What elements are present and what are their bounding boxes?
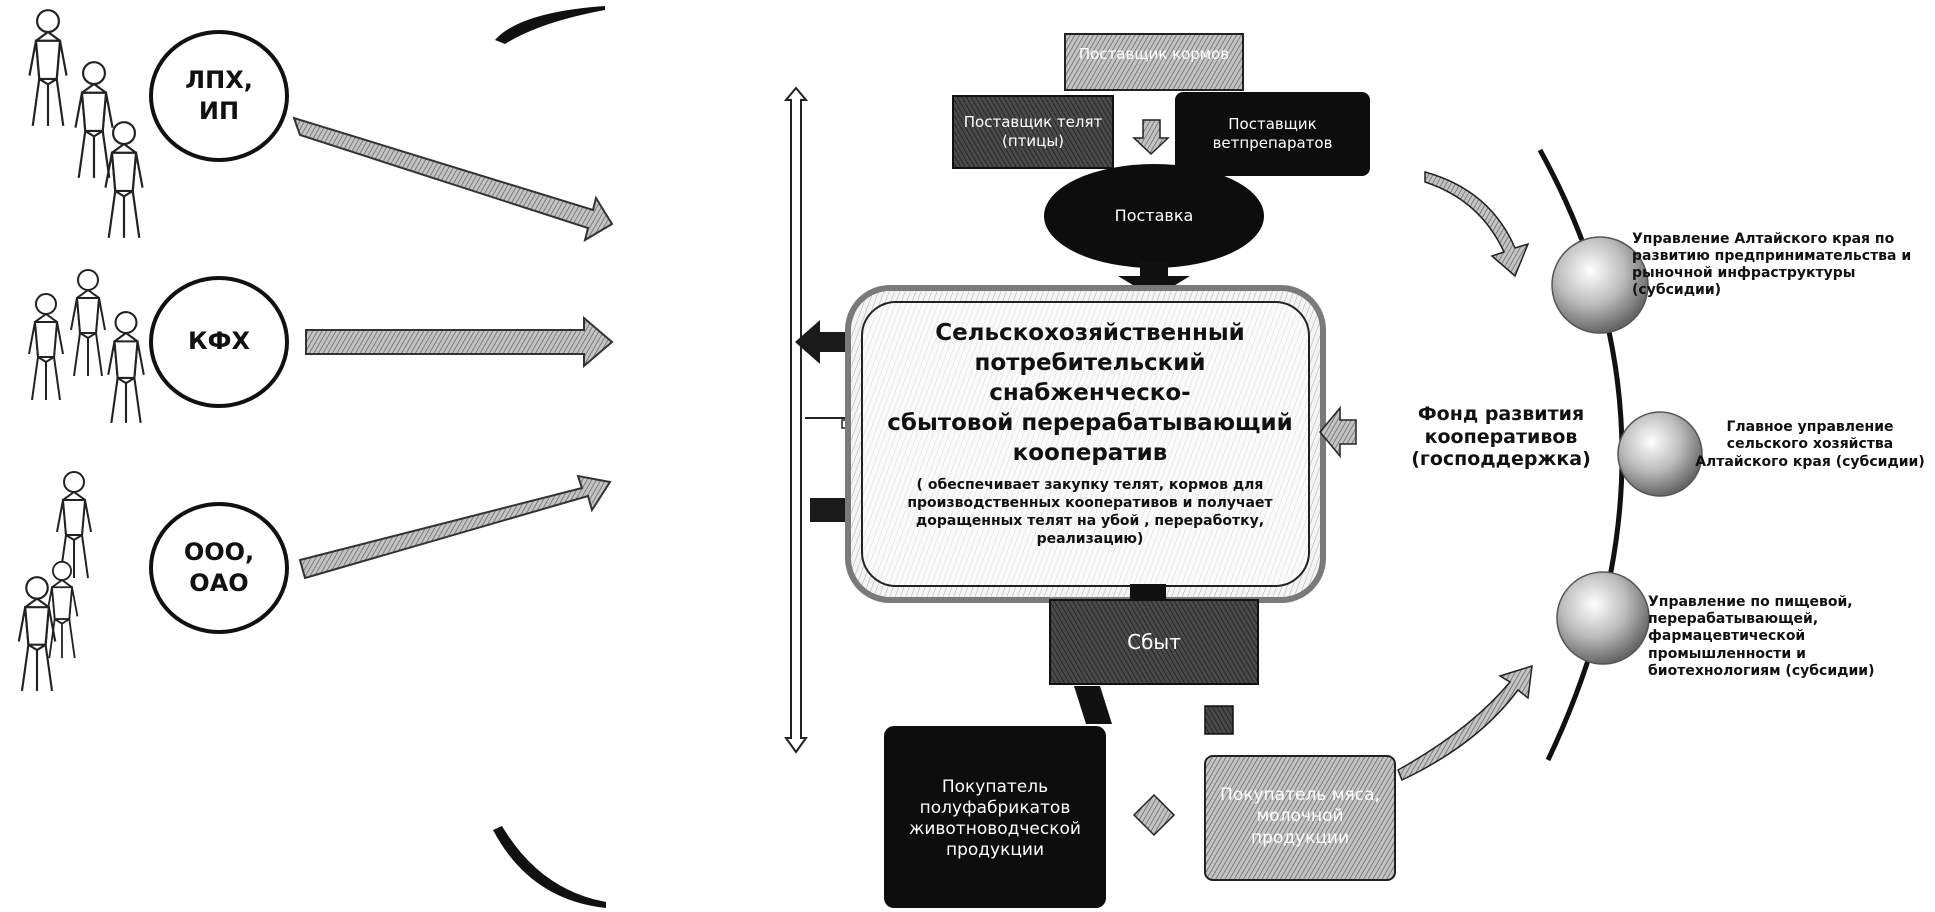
- agency-1-label: Управление Алтайского края по развитию п…: [1632, 230, 1912, 299]
- vertical-double-arrow: [783, 86, 809, 754]
- box-sales: [1049, 599, 1259, 685]
- sales-label: Сбыт: [1127, 629, 1181, 654]
- oval-lph: [149, 30, 289, 162]
- arrow-kfh: [305, 315, 614, 369]
- arrow-to-line: [795, 320, 862, 364]
- people-group-3: [17, 470, 93, 693]
- box-vet-supplier: [1175, 92, 1370, 176]
- oval-ooo: [149, 502, 289, 634]
- arrow-fund-bottom: [1397, 664, 1533, 782]
- box-buyer-meat: [1204, 755, 1396, 881]
- feed-supplier-label: Поставщик кормов: [1078, 44, 1230, 63]
- top-curve-shape: [495, 6, 605, 44]
- arrow-fund-top: [1424, 171, 1530, 278]
- cooperative-title: Сельскохозяйственный потребительский сна…: [887, 320, 1293, 466]
- box-calves-supplier: [952, 95, 1114, 169]
- supply-label: Поставка: [1114, 206, 1194, 225]
- agency-3-label: Управление по пищевой, перерабатывающей,…: [1648, 594, 1875, 679]
- arrow-ooo: [298, 474, 612, 580]
- bottom-curve-shape: [493, 826, 606, 908]
- people-group-2: [27, 268, 146, 425]
- buyer-semi-label: Покупатель полуфабрикатов животноводческ…: [909, 776, 1081, 861]
- sphere-1: [1551, 236, 1649, 334]
- label-ooo: ООО, ОАО: [183, 537, 255, 597]
- fund-label: Фонд развития кооперативов (господдержка…: [1411, 402, 1591, 471]
- arrow-lph: [292, 116, 614, 243]
- vet-supplier-label: Поставщик ветпрепаратов: [1212, 115, 1333, 152]
- sphere-3: [1556, 571, 1650, 665]
- cooperative-description: ( обеспечивает закупку телят, кормов для…: [907, 476, 1273, 548]
- label-lph: ЛПХ, ИП: [185, 65, 253, 125]
- oval-kfh: [149, 276, 289, 408]
- label-kfh: КФХ: [188, 327, 250, 356]
- box-buyer-semi: [884, 726, 1106, 908]
- ellipse-supply: [1044, 164, 1264, 268]
- sphere-2: [1617, 411, 1703, 497]
- buyer-meat-label: Покупатель мяса, молочной продукции: [1220, 785, 1380, 848]
- people-group-1: [28, 8, 144, 240]
- calves-supplier-label: Поставщик телят (птицы): [963, 113, 1103, 150]
- box-feed-supplier: [1064, 33, 1244, 91]
- agency-2-label: Главное управление сельского хозяйства А…: [1695, 419, 1925, 470]
